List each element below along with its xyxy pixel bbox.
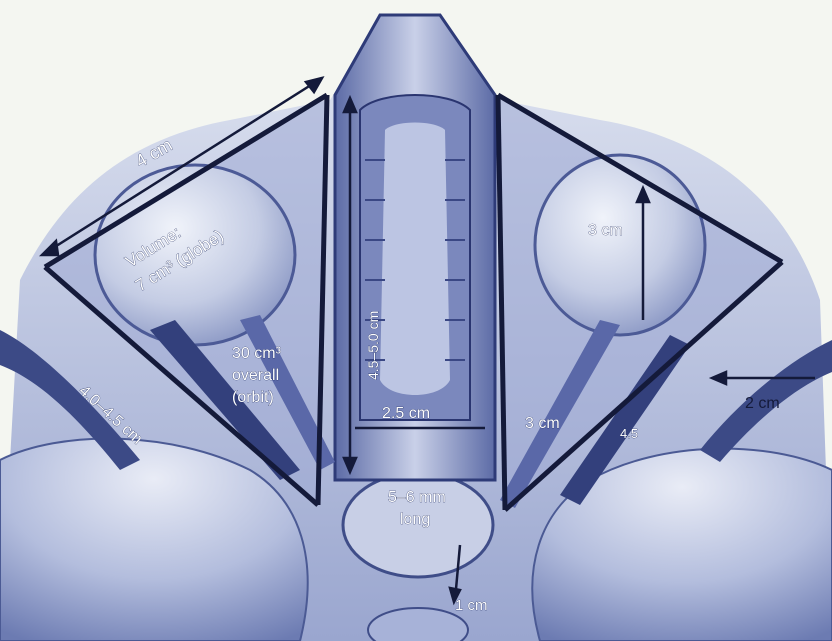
label-canal-length-2: long <box>400 511 430 528</box>
label-orbit-volume-1: 30 cm³ <box>232 345 282 362</box>
label-side-mark: 4.5 <box>620 426 638 441</box>
label-canal-bottom: 1 cm <box>455 597 488 614</box>
label-globe-height: 3 cm <box>588 222 623 239</box>
right-globe <box>535 155 705 335</box>
label-orbit-volume-3: (orbit) <box>232 389 274 406</box>
label-lateral-wall: 2 cm <box>745 395 780 412</box>
label-orbit-volume-2: overall <box>232 367 279 384</box>
label-ethmoid-height: 4.5–5.0 cm <box>365 311 381 380</box>
label-interorbital-width: 2.5 cm <box>382 405 430 422</box>
nasal-septum <box>380 123 450 396</box>
label-canal-length-1: 5–6 mm <box>388 489 446 506</box>
label-nerve-length: 3 cm <box>525 415 560 432</box>
